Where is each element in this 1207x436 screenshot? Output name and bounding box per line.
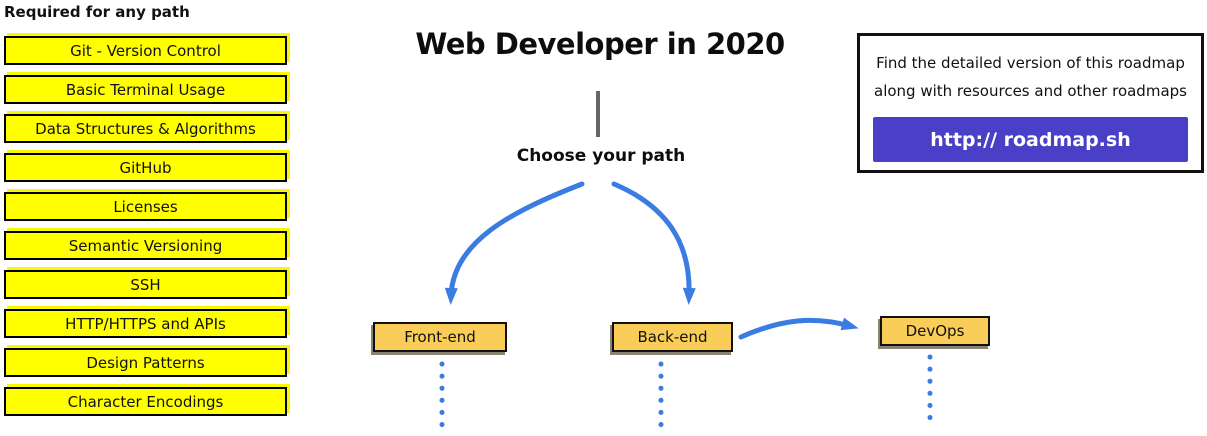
topic-licenses: Licenses <box>4 192 287 221</box>
info-text-line2: along with resources and other roadmaps <box>874 82 1187 100</box>
topic-design-patterns: Design Patterns <box>4 348 287 377</box>
topic-git-version-control: Git - Version Control <box>4 36 287 65</box>
page-title: Web Developer in 2020 <box>415 27 785 61</box>
info-text-line1: Find the detailed version of this roadma… <box>876 54 1185 72</box>
arrow-to-back-end <box>611 181 696 305</box>
topic-http-https-apis: HTTP/HTTPS and APIs <box>4 309 287 338</box>
topic-semantic-versioning: Semantic Versioning <box>4 231 287 260</box>
roadmap-sh-link-button[interactable]: http:// roadmap.sh <box>873 117 1188 162</box>
node-devops: DevOps <box>880 316 990 346</box>
topic-ssh: SSH <box>4 270 287 299</box>
topic-basic-terminal-usage: Basic Terminal Usage <box>4 75 287 104</box>
topic-character-encodings: Character Encodings <box>4 387 287 416</box>
choose-your-path-label: Choose your path <box>516 146 686 166</box>
arrow-backend-to-devops <box>738 317 859 340</box>
node-front-end: Front-end <box>373 322 507 352</box>
node-back-end: Back-end <box>612 322 733 352</box>
arrow-to-front-end <box>444 181 585 305</box>
topic-data-structures-algorithms: Data Structures & Algorithms <box>4 114 287 143</box>
required-for-any-path-header: Required for any path <box>4 3 190 21</box>
required-topics-panel: Git - Version Control Basic Terminal Usa… <box>4 36 287 426</box>
topic-github: GitHub <box>4 153 287 182</box>
roadmap-info-box: Find the detailed version of this roadma… <box>857 33 1204 173</box>
